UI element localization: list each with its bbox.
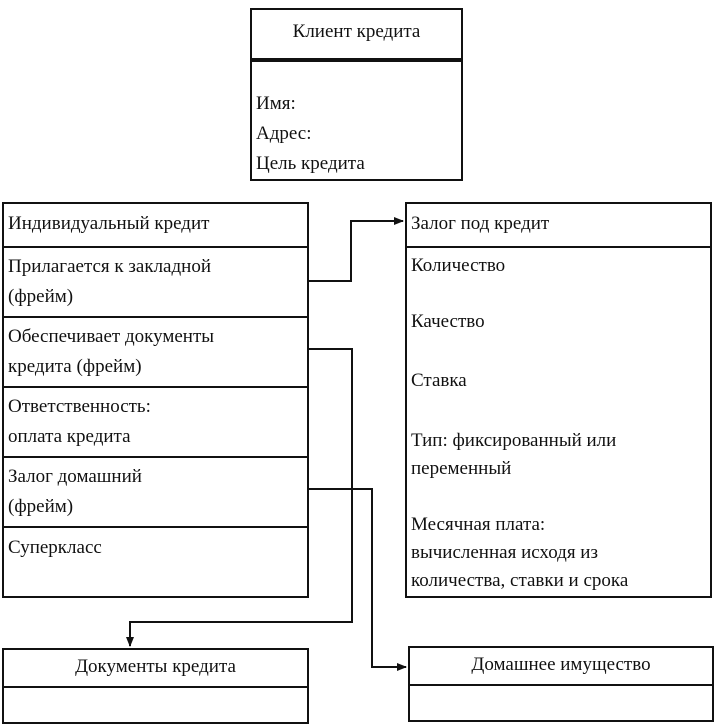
collateral-title: Залог под кредит [411,213,550,234]
slot-home-collateral-line2: (фрейм) [8,496,74,517]
slot-responsibility-line2: оплата кредита [8,426,131,447]
connector-home-collateral-to-property-box [309,488,407,671]
collateral-field-type-line2: переменный [411,458,512,479]
slot-mortgage-line1: Прилагается к закладной [8,256,211,277]
slot-divider [4,526,307,528]
slot-mortgage-line2: (фрейм) [8,286,74,307]
connector-documents-to-documents-box [126,348,353,647]
slot-superclass: Суперкласс [8,537,102,558]
client-field-address: Адрес: [256,123,312,144]
documents-divider [4,686,307,688]
documents-title: Документы кредита [75,656,236,677]
client-field-name: Имя: [256,93,296,114]
slot-divider [4,316,307,318]
client-class-title: Клиент кредита [292,21,421,42]
client-field-purpose: Цель кредита [256,153,365,174]
collateral-divider [407,246,710,248]
property-divider [410,684,712,686]
collateral-field-rate: Ставка [411,370,467,391]
documents-box: Документы кредита [2,648,309,724]
slot-divider [4,456,307,458]
slot-responsibility-line1: Ответственность: [8,396,151,417]
collateral-field-quantity: Количество [411,255,506,276]
client-class-divider [252,58,461,62]
collateral-box: Залог под кредит Количество Качество Ста… [405,202,712,598]
individual-credit-box: Индивидуальный кредит Прилагается к закл… [2,202,309,598]
connector-mortgage-to-collateral [309,217,404,282]
slot-home-collateral-line1: Залог домашний [8,466,142,487]
slot-documents-line1: Обеспечивает документы [8,326,215,347]
collateral-field-type-line1: Тип: фиксированный или [411,430,617,451]
collateral-field-payment-line2: вычисленная исходя из [411,542,598,563]
collateral-field-quality: Качество [411,311,485,332]
collateral-field-payment-line1: Месячная плата: [411,514,546,535]
collateral-field-payment-line3: количества, ставки и срока [411,570,629,591]
slot-documents-line2: кредита (фрейм) [8,356,142,377]
individual-credit-title: Индивидуальный кредит [8,213,210,234]
client-class-box: Клиент кредита Имя: Адрес: Цель кредита [250,8,463,181]
slot-divider [4,246,307,248]
slot-divider [4,386,307,388]
property-box: Домашнее имущество [408,646,714,722]
property-title: Домашнее имущество [471,654,651,675]
